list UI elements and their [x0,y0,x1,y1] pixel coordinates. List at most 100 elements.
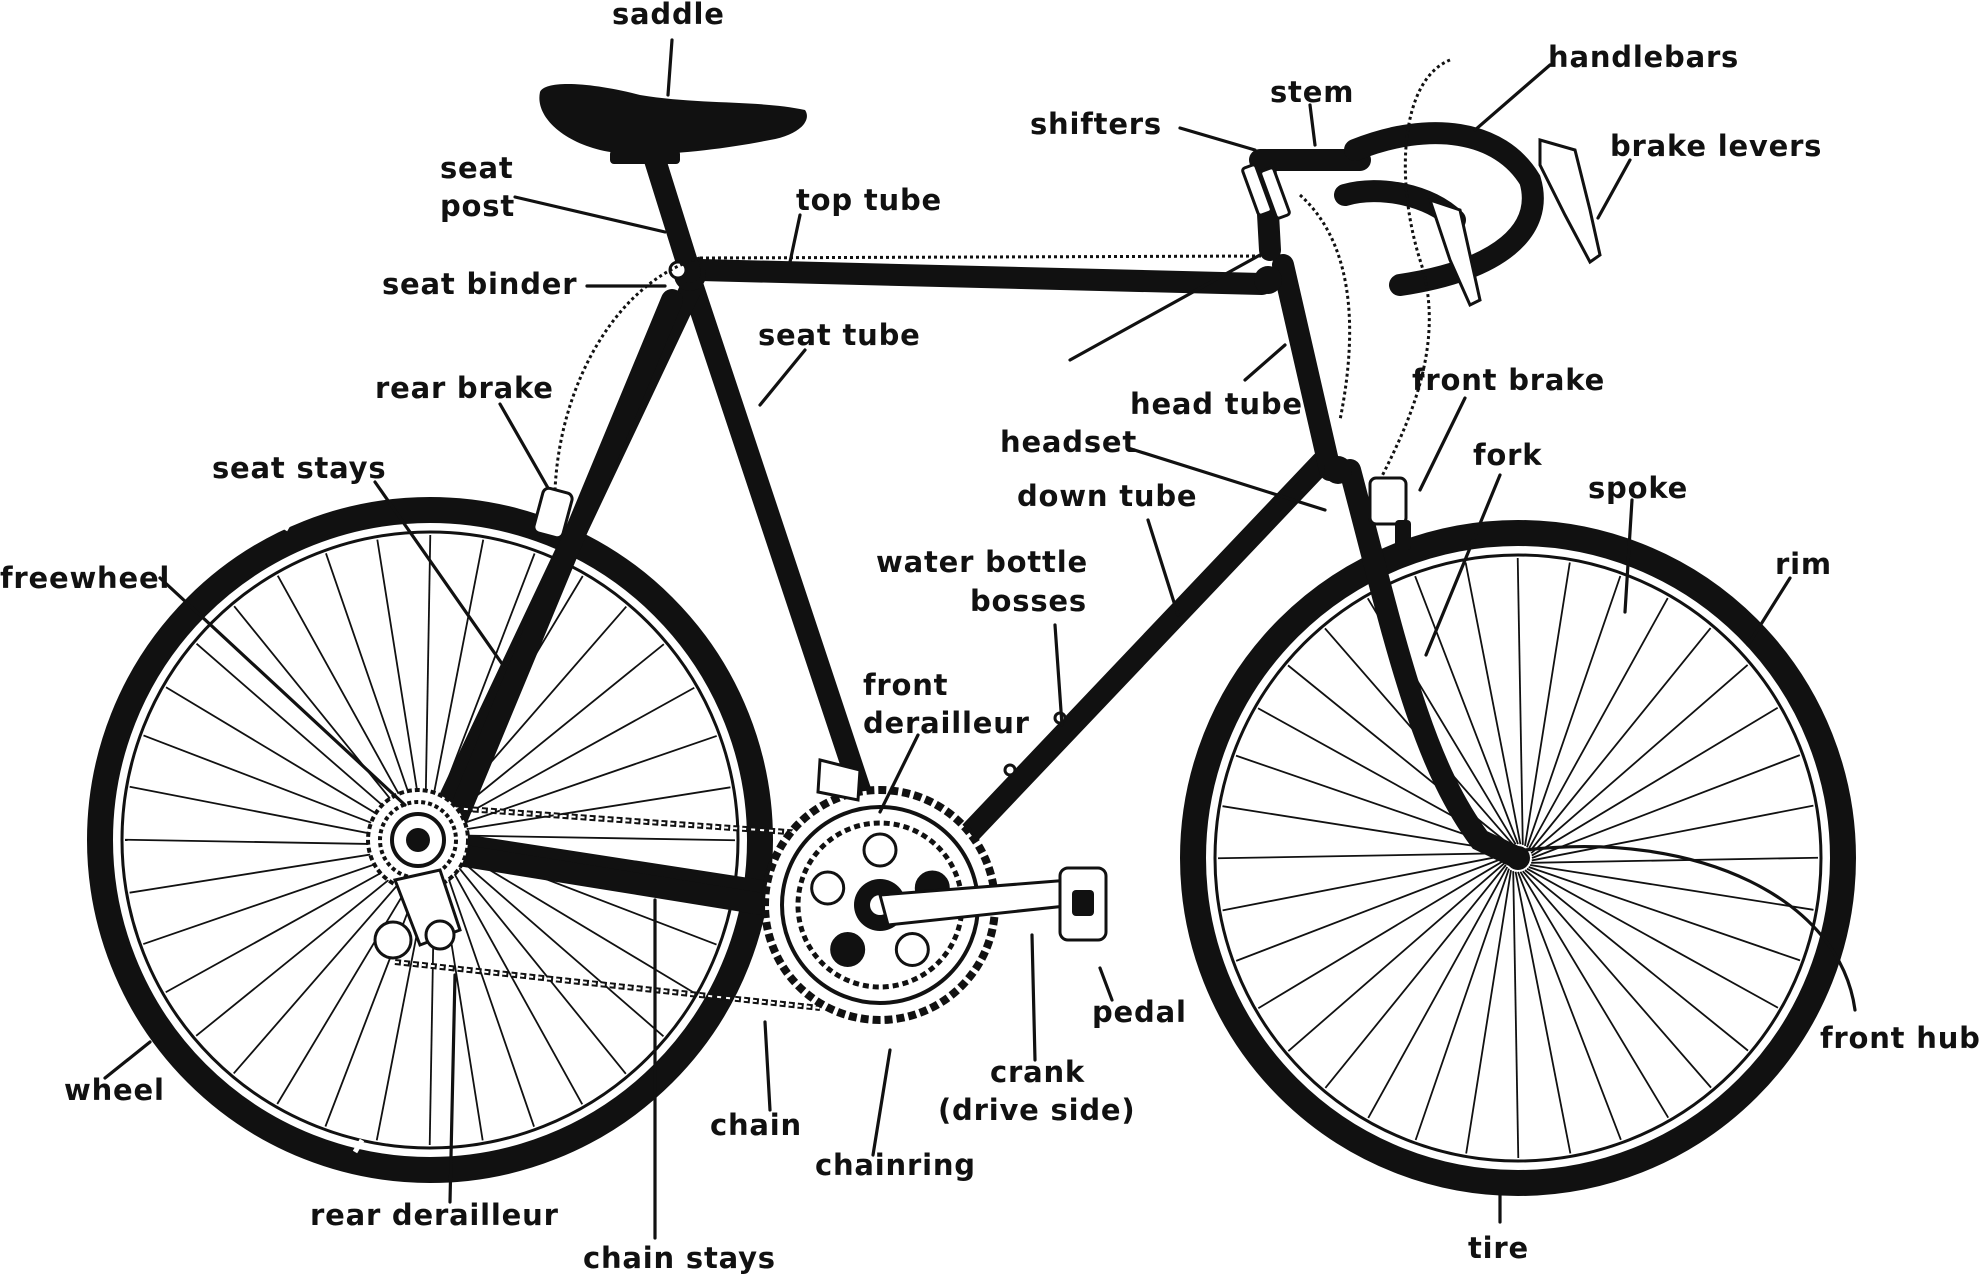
brakes [532,476,1411,550]
spoke-line [1529,627,1712,852]
spoke-line [1529,864,1814,911]
spoke-line [1531,754,1801,859]
spoke-line [1512,871,1520,1159]
spoke-line [1530,664,1749,854]
spoke-line [438,850,535,1127]
spoke-line [424,534,432,827]
spoke-line [426,539,485,827]
label-pedal: pedal [1092,995,1187,1029]
spoke-line [143,734,417,841]
spoke-line [129,846,419,894]
spoke-line [440,735,717,832]
label-rear-brake: rear brake [375,371,554,405]
label-saddle: saddle [612,0,725,31]
label-chain: chain [710,1108,802,1142]
label-front-hub: front hub [1820,1021,1981,1055]
spoke-line [376,539,424,829]
spoke-line [1531,706,1779,857]
label-wheel: wheel [64,1073,165,1107]
spoke-line [1519,871,1670,1119]
spoke-line [1324,864,1507,1089]
label-crank-line2: (drive side) [938,1093,1135,1127]
drivetrain [761,758,1108,1024]
spoke-line [1514,871,1572,1154]
spoke-line [441,846,627,1075]
label-headset: headset [1000,425,1137,459]
label-rim: rim [1775,547,1832,581]
label-seat-binder: seat binder [382,267,577,301]
freewheel-drawing [366,788,470,892]
rear-derailleur-drawing [373,868,462,960]
spoke-line [1465,869,1512,1154]
bicycle-illustration [87,58,1856,1196]
label-front-brake: front brake [1412,363,1605,397]
spoke-line [442,844,665,1037]
label-rear-derailleur: rear derailleur [310,1198,559,1232]
front-wheel [1180,520,1856,1196]
spoke-line [165,849,422,994]
label-seat-post-line1: seat [440,151,514,185]
rear-brake-cable [553,256,701,491]
spoke-line [438,686,695,831]
label-stem: stem [1270,75,1354,109]
spoke-line [1517,871,1622,1141]
spoke-line [1522,870,1712,1089]
label-spoke: spoke [1588,471,1688,505]
label-chain-stays: chain stays [583,1241,776,1275]
spoke-line [1528,866,1801,962]
spoke-line [325,553,422,830]
label-front-derailleur-line1: front [863,668,948,702]
label-seat-stays: seat stays [212,451,386,485]
label-top-tube: top tube [796,183,942,217]
spoke-line [1414,868,1510,1141]
spoke-line [1524,562,1571,847]
spoke-line [1526,575,1622,848]
label-down-tube: down tube [1017,479,1197,513]
spoke-line [441,786,731,834]
spoke-line [443,834,736,842]
label-handlebars: handlebars [1548,40,1739,74]
spoke-line [233,605,419,834]
spoke-line [276,575,421,832]
spoke-line [1287,862,1506,1052]
label-fork: fork [1473,438,1542,472]
label-brake-levers: brake levers [1610,129,1822,163]
label-water-bottle-line2: bosses [970,584,1087,618]
label-chainring: chainring [815,1148,976,1182]
chain-drawing [394,802,831,1011]
label-seat-post-line2: post [440,189,515,223]
spoke-line [1526,867,1779,1009]
handlebar-assembly [1241,58,1602,491]
label-crank-line1: crank [990,1055,1085,1089]
chainring-cutout [862,832,898,868]
label-front-derailleur-line2: derailleur [863,706,1030,740]
saddle-assembly [539,84,807,283]
spoke-line [1464,562,1522,845]
spoke-line [1531,856,1819,864]
chainring-cutout [830,931,866,967]
spoke-line [1217,852,1505,860]
spoke-line [1235,857,1505,962]
top-tube-cable [699,254,1266,260]
label-shifters: shifters [1030,107,1162,141]
chainring-cutout [894,931,930,967]
label-head-tube: head tube [1130,387,1303,421]
leader-lines [103,38,1857,1240]
spoke-line [1222,854,1505,912]
spoke-line [233,852,426,1075]
spoke-line [1222,805,1507,852]
label-freewheel: freewheel [0,561,170,595]
label-seat-tube: seat tube [758,318,921,352]
label-tire: tire [1468,1231,1529,1265]
spoke-line [1414,575,1519,845]
spoke-line [1516,557,1524,845]
spoke-line [1367,866,1509,1119]
spoke-line [195,643,418,836]
spoke-line [195,851,424,1037]
spoke-line [1524,869,1749,1052]
chainring-cutout [810,870,846,906]
spoke-line [1531,804,1814,862]
label-water-bottle-line1: water bottle [876,545,1088,579]
